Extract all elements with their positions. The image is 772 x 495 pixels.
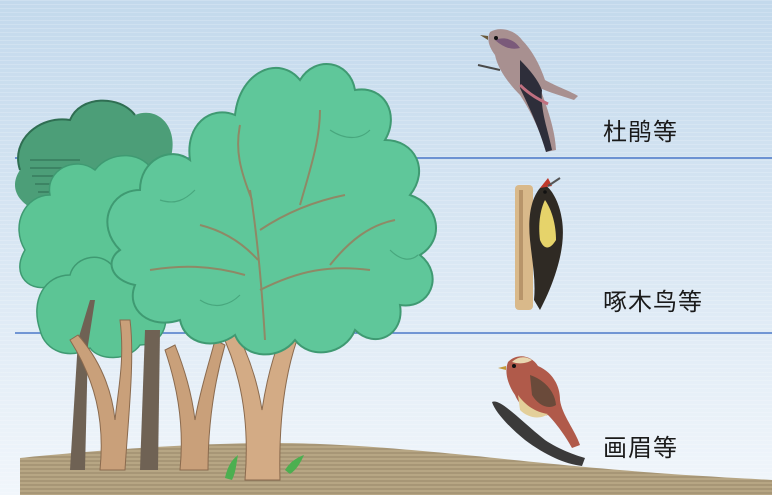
- upper-layer-label: 杜鹃等: [603, 112, 678, 147]
- middle-layer-label: 啄木鸟等: [603, 282, 703, 317]
- lower-layer-label: 画眉等: [603, 428, 678, 463]
